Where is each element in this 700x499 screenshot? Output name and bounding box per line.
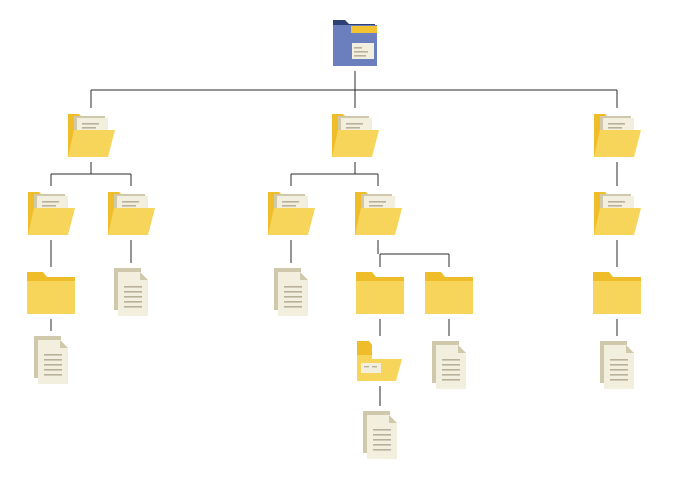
open-folder-with-papers-icon[interactable] — [355, 192, 402, 235]
closed-folder-icon[interactable] — [27, 272, 75, 314]
closed-folder-icon[interactable] — [425, 272, 473, 314]
closed-folder-icon[interactable] — [593, 272, 641, 314]
open-folder-with-papers-icon[interactable] — [268, 192, 315, 235]
open-folder-with-papers-icon[interactable] — [594, 192, 641, 235]
closed-folder-icon[interactable] — [356, 272, 404, 314]
open-folder-with-papers-icon[interactable] — [28, 192, 75, 235]
document-icon[interactable] — [114, 268, 148, 316]
open-folder-with-label-icon[interactable] — [357, 341, 402, 381]
document-icon[interactable] — [34, 336, 68, 384]
open-folder-with-papers-icon[interactable] — [594, 114, 641, 157]
open-folder-with-papers-icon[interactable] — [332, 114, 379, 157]
document-icon[interactable] — [363, 411, 397, 459]
open-folder-with-papers-icon[interactable] — [108, 192, 155, 235]
document-icon[interactable] — [432, 341, 466, 389]
root-folder-icon[interactable] — [333, 20, 377, 66]
open-folder-with-papers-icon[interactable] — [68, 114, 115, 157]
document-icon[interactable] — [600, 341, 634, 389]
tree-nodes — [27, 20, 641, 459]
connector-lines — [50, 71, 618, 406]
document-icon[interactable] — [274, 268, 308, 316]
